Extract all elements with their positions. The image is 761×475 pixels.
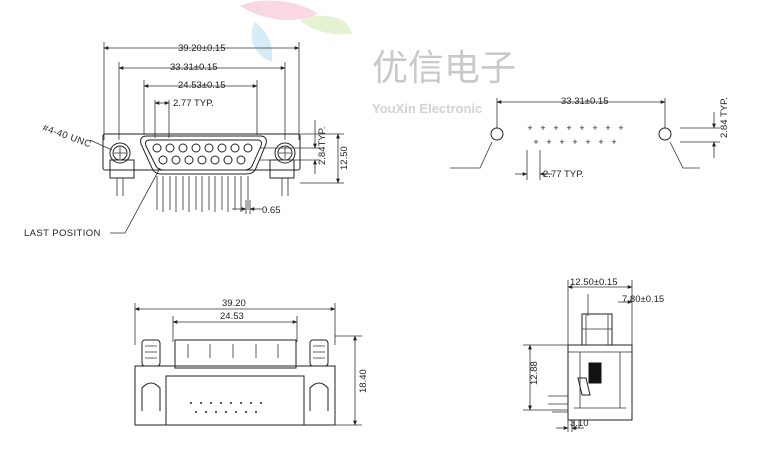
pcb-holes: ++++ ++++ ++++ +++ <box>527 123 623 147</box>
pcb-dim-row-spacing: 2.84 TYP. <box>719 97 730 138</box>
svg-text:+: + <box>611 137 616 147</box>
top-dim-depth: 18.40 <box>358 369 369 393</box>
front-dim-contact-row: 24.53±0.15 <box>178 80 225 91</box>
front-dim-pin: 0.65 <box>262 205 281 216</box>
svg-text:+: + <box>533 137 538 147</box>
svg-text:+: + <box>592 123 597 133</box>
pcb-dim-pitch: 2.77 TYP. <box>543 169 584 180</box>
pcb-dim-mount: 33.31±0.15 <box>561 96 608 107</box>
svg-text:+: + <box>559 137 564 147</box>
front-dim-overall: 39.20±0.15 <box>178 43 225 54</box>
front-view: 39.20±0.15 33.31±0.15 24.53±0.15 2.77 TY… <box>24 42 350 239</box>
svg-text:+: + <box>585 137 590 147</box>
svg-text:+: + <box>572 137 577 147</box>
front-dim-pitch: 2.77 TYP. <box>173 98 214 109</box>
front-pins <box>116 176 289 212</box>
svg-text:+: + <box>540 123 545 133</box>
top-view: 39.20 24.53 18.40 <box>134 298 369 426</box>
svg-text:+: + <box>546 137 551 147</box>
watermark-en: YouXin Electronic <box>372 101 482 116</box>
side-dim-pin: 3.10 <box>570 418 589 429</box>
watermark: 优信电子 YouXin Electronic <box>240 0 516 116</box>
front-dim-row-spacing: 2.84TYP. <box>317 127 328 165</box>
label-thread: #4-40 UNC <box>41 122 93 150</box>
top-dim-overall: 39.20 <box>222 298 246 309</box>
svg-text:+: + <box>598 137 603 147</box>
svg-text:+: + <box>579 123 584 133</box>
front-contacts-bottom <box>158 155 246 165</box>
svg-text:+: + <box>566 123 571 133</box>
svg-text:+: + <box>553 123 558 133</box>
svg-text:+: + <box>527 123 532 133</box>
svg-text:+: + <box>618 123 623 133</box>
watermark-logo <box>240 0 352 62</box>
label-last-position: LAST POSITION <box>24 228 101 239</box>
front-dim-height: 12.50 <box>339 146 350 170</box>
top-dim-shell: 24.53 <box>220 311 244 322</box>
side-dim-height: 12.88 <box>529 361 540 385</box>
side-dim-offset: 7.80±0.15 <box>622 294 664 305</box>
watermark-cn: 优信电子 <box>372 48 516 89</box>
front-dim-mount: 33.31±0.15 <box>170 62 217 73</box>
pcb-layout: 33.31±0.15 ++++ ++++ ++++ +++ 2.84 TYP. … <box>450 96 730 180</box>
front-contacts-top <box>152 143 253 153</box>
side-dim-width: 12.50±0.15 <box>570 277 617 288</box>
top-view-pins <box>190 402 262 413</box>
svg-text:+: + <box>605 123 610 133</box>
side-view: 12.50±0.15 7.80±0.15 12.88 3.10 <box>523 277 664 432</box>
